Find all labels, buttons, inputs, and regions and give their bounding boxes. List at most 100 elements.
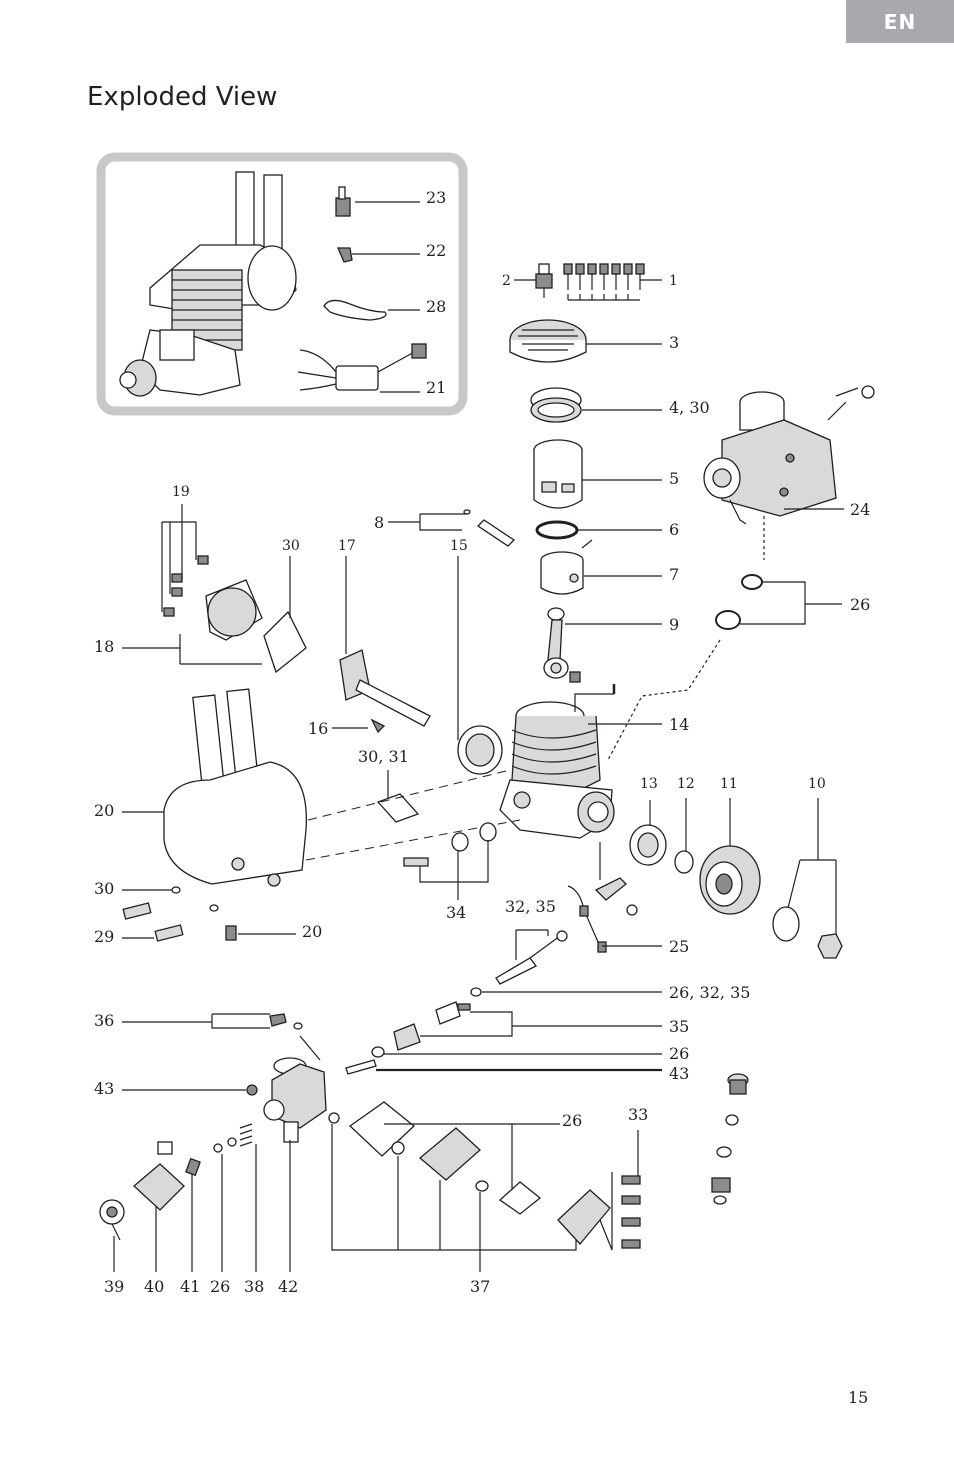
carb-o-ring <box>371 1046 385 1058</box>
callout-30b: 30 <box>94 879 114 898</box>
o-rings-26 <box>715 574 763 630</box>
ignition-cable <box>323 299 387 321</box>
callout-43a: 43 <box>669 1064 689 1083</box>
crankcase-assembly <box>499 684 616 839</box>
ignition-module <box>297 343 427 391</box>
front-bearing <box>629 824 667 866</box>
rear-bearing <box>457 725 503 775</box>
callout-26-32-35: 26, 32, 35 <box>669 983 750 1002</box>
page-title: Exploded View <box>87 82 278 112</box>
backplate-screws <box>163 555 209 617</box>
pump-screws <box>621 1175 641 1249</box>
callout-8: 8 <box>374 513 384 532</box>
callout-32-35: 32, 35 <box>505 897 556 916</box>
pump-body <box>391 1127 481 1181</box>
cylinder-liner <box>533 439 583 509</box>
callout-1: 1 <box>669 273 678 289</box>
throttle-barrel <box>133 1141 185 1211</box>
crankshaft <box>339 649 431 727</box>
callout-14: 14 <box>669 715 689 734</box>
cylinder-liner-ring <box>530 387 582 423</box>
callout-35: 35 <box>669 1017 689 1036</box>
callout-5: 5 <box>669 469 679 488</box>
prop-washer-nut <box>772 906 843 959</box>
callout-24: 24 <box>850 500 870 519</box>
fuel-fitting <box>269 1013 303 1030</box>
throttle-shaft <box>345 1059 377 1075</box>
fuel-nipple <box>337 247 353 263</box>
callout-28: 28 <box>426 297 446 316</box>
callout-41: 41 <box>180 1277 200 1296</box>
callout-26a: 26 <box>850 595 870 614</box>
glow-plug <box>535 263 553 298</box>
callout-36: 36 <box>94 1011 114 1030</box>
needle-valve <box>495 930 568 985</box>
callout-7: 7 <box>669 565 679 584</box>
callout-26b: 26 <box>669 1044 689 1063</box>
front-washer <box>674 850 694 874</box>
callout-23: 23 <box>426 188 446 207</box>
callout-10: 10 <box>808 776 826 792</box>
callout-30-31: 30, 31 <box>358 747 409 766</box>
cylinder-head <box>509 319 587 363</box>
drive-hub <box>699 845 761 915</box>
callout-2: 2 <box>502 273 511 289</box>
crankshaft-key <box>370 718 386 734</box>
connecting-rod <box>543 607 581 683</box>
needle-holder <box>393 1001 471 1051</box>
callout-9: 9 <box>669 615 679 634</box>
callout-19: 19 <box>172 484 190 500</box>
callout-42: 42 <box>278 1277 298 1296</box>
piston <box>540 539 593 595</box>
small-screw-43 <box>246 1084 258 1096</box>
idle-screw <box>185 1157 201 1177</box>
language-tab[interactable]: EN <box>846 0 954 43</box>
carburetor-assembly <box>703 385 875 525</box>
callout-21: 21 <box>426 378 446 397</box>
callout-16: 16 <box>308 719 328 738</box>
callout-38: 38 <box>244 1277 264 1296</box>
callout-33: 33 <box>628 1105 648 1124</box>
washers-26 <box>213 1137 237 1153</box>
callout-26c: 26 <box>562 1111 582 1130</box>
callout-13: 13 <box>640 776 658 792</box>
ignition-sensor <box>567 877 638 953</box>
callout-6: 6 <box>669 520 679 539</box>
intake-gasket <box>376 793 420 823</box>
callout-3: 3 <box>669 333 679 352</box>
callout-18: 18 <box>94 637 114 656</box>
assembled-engine-inset <box>96 152 468 416</box>
muffler-screws <box>122 886 237 942</box>
head-screws <box>563 263 645 290</box>
callout-25: 25 <box>669 937 689 956</box>
spring <box>239 1123 253 1147</box>
wrist-pin <box>463 509 516 547</box>
callout-30a: 30 <box>282 538 300 554</box>
callout-20a: 20 <box>94 801 114 820</box>
needle-o-ring <box>470 987 482 997</box>
muffler <box>163 688 308 887</box>
callout-40: 40 <box>144 1277 164 1296</box>
fuel-inlet-fitting <box>711 1073 749 1205</box>
callout-34: 34 <box>446 903 466 922</box>
carb-body <box>263 1035 327 1143</box>
backplate <box>205 579 263 641</box>
glow-plug-fitting <box>335 186 351 217</box>
callout-4-30: 4, 30 <box>669 398 710 417</box>
callout-37: 37 <box>470 1277 490 1296</box>
callout-22: 22 <box>426 241 446 260</box>
callout-43b: 43 <box>94 1079 114 1098</box>
piston-ring <box>535 520 579 540</box>
callout-17: 17 <box>338 538 356 554</box>
callout-12: 12 <box>677 776 695 792</box>
callout-39: 39 <box>104 1277 124 1296</box>
pump-diaphragm <box>475 1180 542 1215</box>
pump-gasket-plate <box>328 1101 415 1157</box>
callout-11: 11 <box>720 776 738 792</box>
callout-29: 29 <box>94 927 114 946</box>
page-number: 15 <box>848 1388 869 1407</box>
callout-15: 15 <box>450 538 468 554</box>
backplate-gasket <box>263 610 307 674</box>
pump-cover <box>557 1189 611 1245</box>
